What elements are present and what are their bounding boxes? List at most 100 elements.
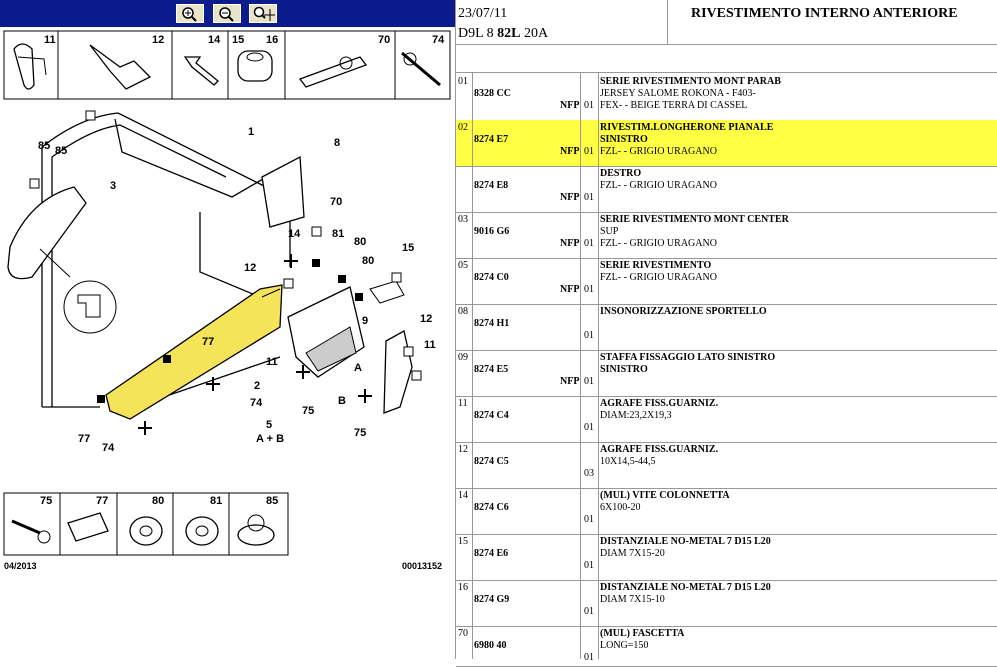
description-line: 6X100-20 [600, 502, 641, 513]
quantity: 01 [584, 146, 594, 157]
callout-label: 77 [78, 433, 90, 445]
description-line: SUP [600, 226, 619, 237]
zoom-out-icon[interactable] [213, 4, 241, 23]
thumb-label: 81 [210, 495, 222, 507]
callout-label: 77 [202, 336, 214, 348]
zoom-in-icon[interactable] [176, 4, 204, 23]
quantity: 01 [584, 514, 594, 525]
quantity: 01 [584, 376, 594, 387]
row-group: 05 [458, 260, 468, 271]
nfp-flag: NFP [560, 238, 580, 249]
callout-label: 75 [302, 405, 314, 417]
callout-label: 3 [110, 180, 116, 192]
parts-list-panel: 23/07/11 D9L 8 82L 20A RIVESTIMENTO INTE… [456, 0, 997, 667]
part-reference: 8274 C0 [474, 272, 509, 283]
part-reference: 8274 E7 [474, 134, 509, 145]
description-title: SERIE RIVESTIMENTO [600, 260, 712, 271]
exploded-parts-diagram: 11 12 14 15 16 70 74 [3, 30, 451, 556]
callout-label: 8 [334, 137, 340, 149]
description-title: DISTANZIALE NO-METAL 7 D15 L20 [600, 582, 771, 593]
nfp-flag: NFP [560, 376, 580, 387]
description-title: DISTANZIALE NO-METAL 7 D15 L20 [600, 536, 771, 547]
callout-label: 11 [424, 339, 436, 351]
description-title: AGRAFE FISS.GUARNIZ. [600, 398, 719, 409]
quantity: 01 [584, 330, 594, 341]
callout-label: 80 [362, 255, 374, 267]
table-row[interactable]: 16 8274 G9 01 DISTANZIALE NO-METAL 7 D15 L2… [456, 580, 997, 627]
callout-label: 74 [102, 442, 115, 454]
description-title: (MUL) FASCETTA [600, 628, 685, 639]
row-group: 16 [458, 582, 468, 593]
row-group: 02 [458, 122, 468, 133]
page-title: RIVESTIMENTO INTERNO ANTERIORE [691, 6, 958, 21]
part-description: AGRAFE FISS.GUARNIZ.10X14,5-44,5 [600, 444, 718, 468]
diagram-toolbar [0, 0, 455, 27]
thumb-label: 11 [44, 34, 56, 46]
callout-label: A + B [256, 433, 284, 445]
callout-label: 85 [55, 145, 67, 157]
description-line: DIAM 7X15-20 [600, 548, 665, 559]
callout-label: 14 [288, 228, 301, 240]
row-group: 01 [458, 76, 468, 87]
thumb-label: 70 [378, 34, 390, 46]
table-row[interactable]: 02 8274 E7 NFP 01 RIVESTIM.LONGHERONE PIANAL… [456, 120, 997, 167]
nfp-flag: NFP [560, 146, 580, 157]
part-reference: 8274 C6 [474, 502, 509, 513]
bottom-thumbnails [3, 492, 289, 556]
callout-label: 12 [420, 313, 432, 325]
description-line: 10X14,5-44,5 [600, 456, 656, 467]
part-reference: 6980 40 [474, 640, 507, 651]
callout-label: 70 [330, 196, 342, 208]
row-group: 08 [458, 306, 468, 317]
description-line: DIAM 7X15-10 [600, 594, 665, 605]
callout-label: 15 [402, 242, 414, 254]
description-line: FZL- - GRIGIO URAGANO [600, 146, 717, 157]
row-group: 15 [458, 536, 468, 547]
quantity: 01 [584, 422, 594, 433]
description-title: (MUL) VITE COLONNETTA [600, 490, 730, 501]
zoom-fit-icon[interactable] [249, 4, 277, 23]
diagram-date: 04/2013 [4, 561, 37, 571]
callout-label: 5 [266, 419, 272, 431]
description-line: DIAM:23,2X19,3 [600, 410, 672, 421]
description-title: RIVESTIM.LONGHERONE PIANALE [600, 122, 774, 133]
thumb-label: 74 [432, 34, 445, 46]
part-reference: 8328 CC [474, 88, 511, 99]
quantity: 01 [584, 238, 594, 249]
row-group: 70 [458, 628, 468, 639]
part-reference: 8274 G9 [474, 594, 510, 605]
callout-label: B [338, 395, 346, 407]
callout-label: 2 [254, 380, 260, 392]
quantity: 03 [584, 468, 594, 479]
description-title: AGRAFE FISS.GUARNIZ. [600, 444, 719, 455]
part-reference: 8274 E8 [474, 180, 509, 191]
quantity: 01 [584, 606, 594, 617]
description-line: LONG=150 [600, 640, 649, 651]
thumb-label: 75 [40, 495, 52, 507]
header-vehicle-code: D9L 8 82L 20A [458, 26, 549, 41]
description-title: SINISTRO [600, 134, 648, 145]
diagram-panel: 11 12 14 15 16 70 74 [0, 0, 456, 659]
description-title: STAFFA FISSAGGIO LATO SINISTRO [600, 352, 776, 363]
thumb-label: 77 [96, 495, 108, 507]
sill-trim-highlight [105, 284, 283, 420]
thumb-label: 12 [152, 34, 164, 46]
part-description: INSONORIZZAZIONE SPORTELLO [600, 306, 767, 318]
nfp-flag: NFP [560, 284, 580, 295]
